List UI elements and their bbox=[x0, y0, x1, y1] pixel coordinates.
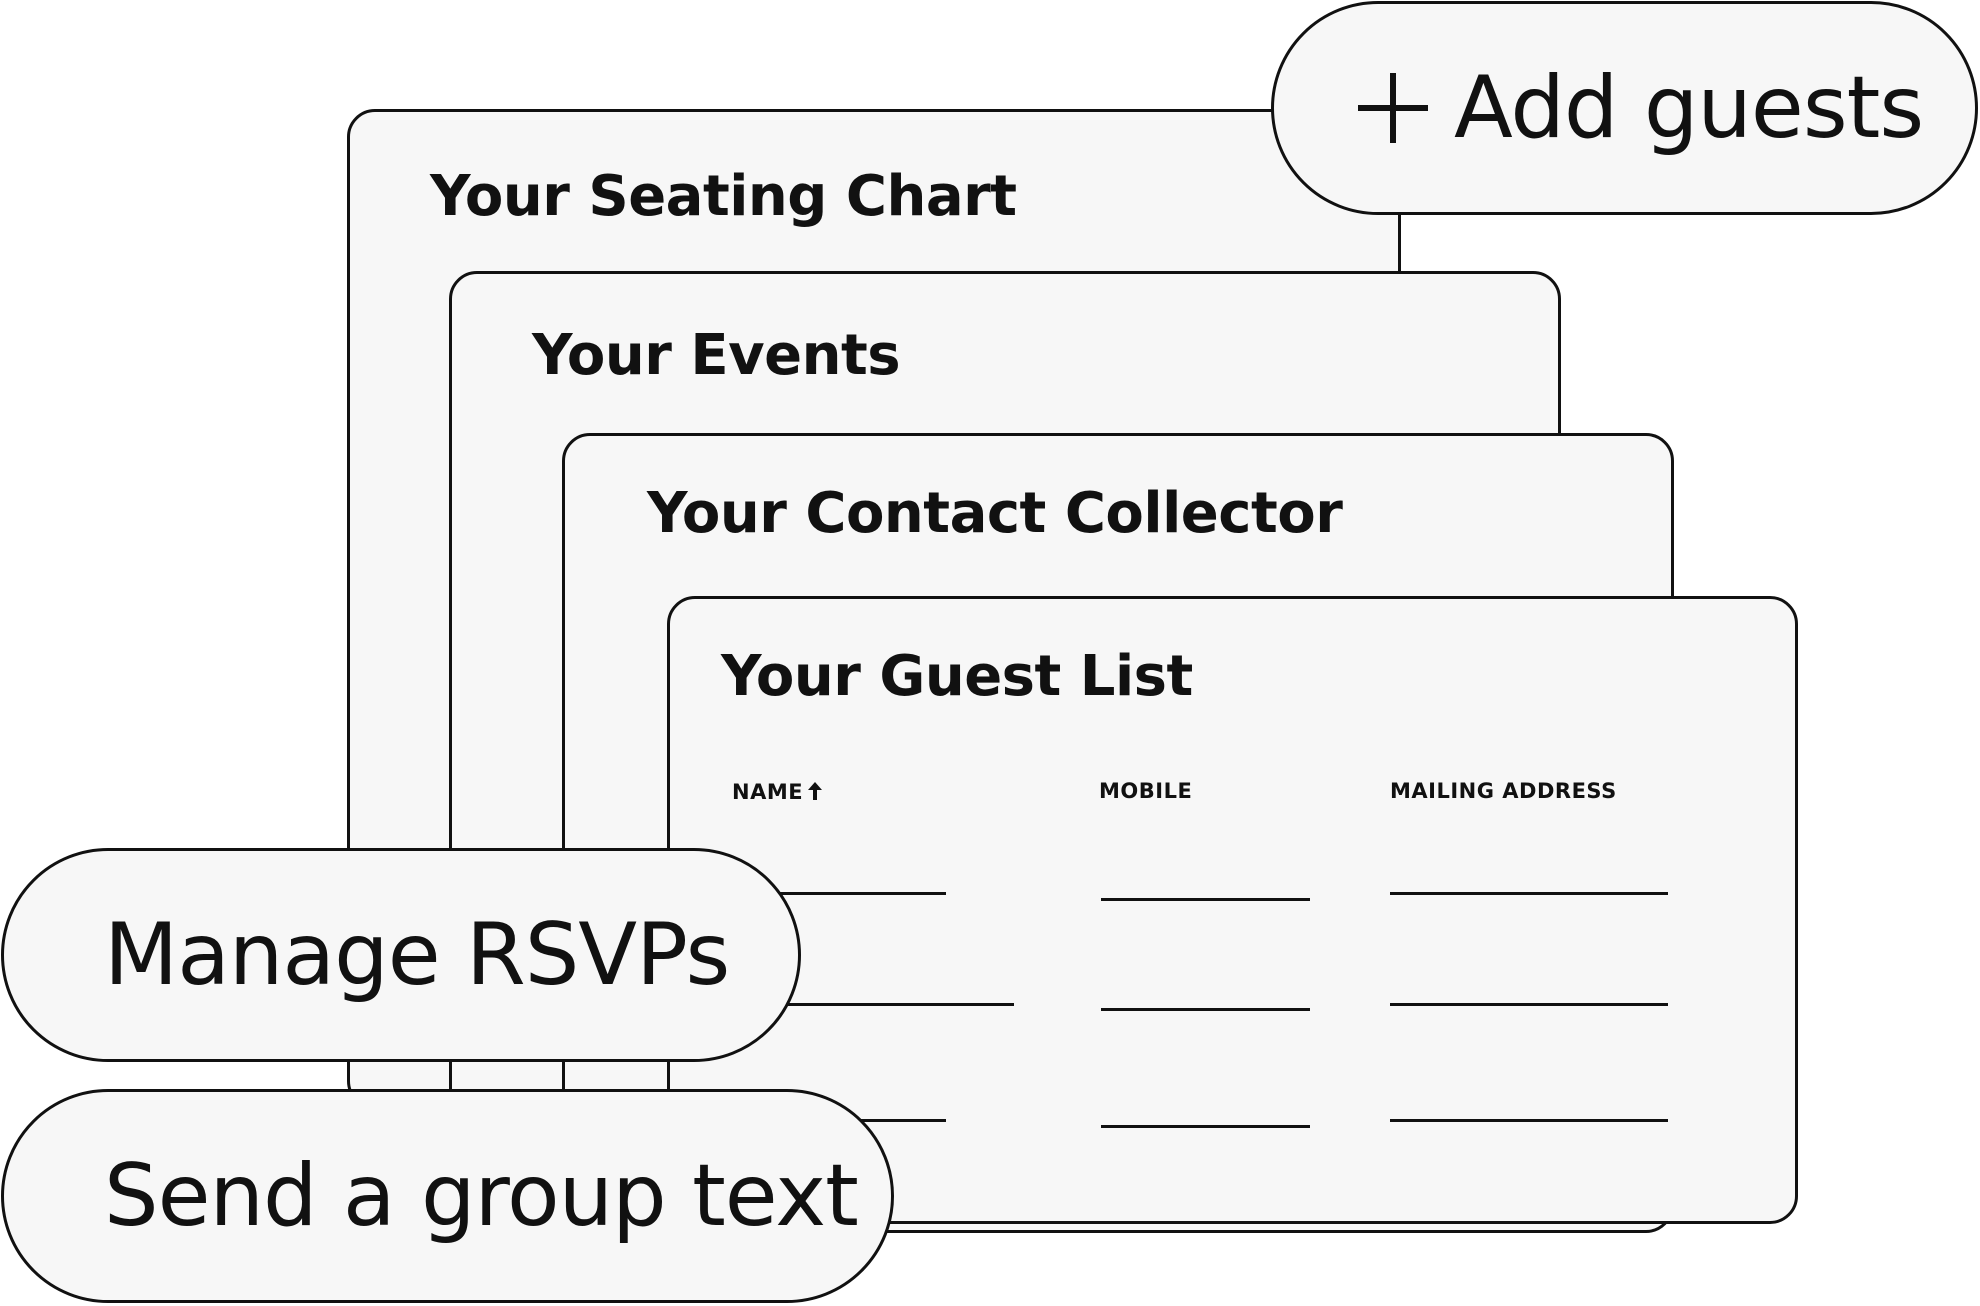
table-row-placeholder bbox=[1390, 1003, 1668, 1006]
seating-chart-title: Your Seating Chart bbox=[430, 164, 1017, 229]
manage-rsvps-label: Manage RSVPs bbox=[104, 905, 730, 1005]
send-group-text-label: Send a group text bbox=[104, 1146, 859, 1246]
contact-collector-title: Your Contact Collector bbox=[647, 481, 1343, 546]
column-header-mailing-address[interactable]: MAILING ADDRESS bbox=[1390, 779, 1617, 803]
guest-list-title: Your Guest List bbox=[721, 644, 1193, 709]
column-header-name-label: NAME bbox=[732, 780, 804, 804]
table-row-placeholder bbox=[1101, 1125, 1310, 1128]
table-row-placeholder bbox=[1101, 1008, 1310, 1011]
table-row-placeholder bbox=[670, 1003, 1014, 1006]
events-title: Your Events bbox=[532, 323, 901, 388]
add-guests-button[interactable]: Add guests bbox=[1271, 1, 1978, 215]
column-header-name[interactable]: NAME bbox=[732, 781, 823, 805]
table-row-placeholder bbox=[1390, 1119, 1668, 1122]
manage-rsvps-button[interactable]: Manage RSVPs bbox=[1, 848, 801, 1062]
table-row-placeholder bbox=[670, 892, 946, 895]
add-guests-label: Add guests bbox=[1454, 58, 1924, 158]
plus-icon bbox=[1358, 73, 1428, 143]
table-row-placeholder bbox=[1101, 898, 1310, 901]
table-row-placeholder bbox=[1390, 892, 1668, 895]
arrow-up-icon bbox=[807, 781, 823, 805]
column-header-mobile[interactable]: MOBILE bbox=[1099, 779, 1193, 803]
send-group-text-button[interactable]: Send a group text bbox=[1, 1089, 894, 1303]
